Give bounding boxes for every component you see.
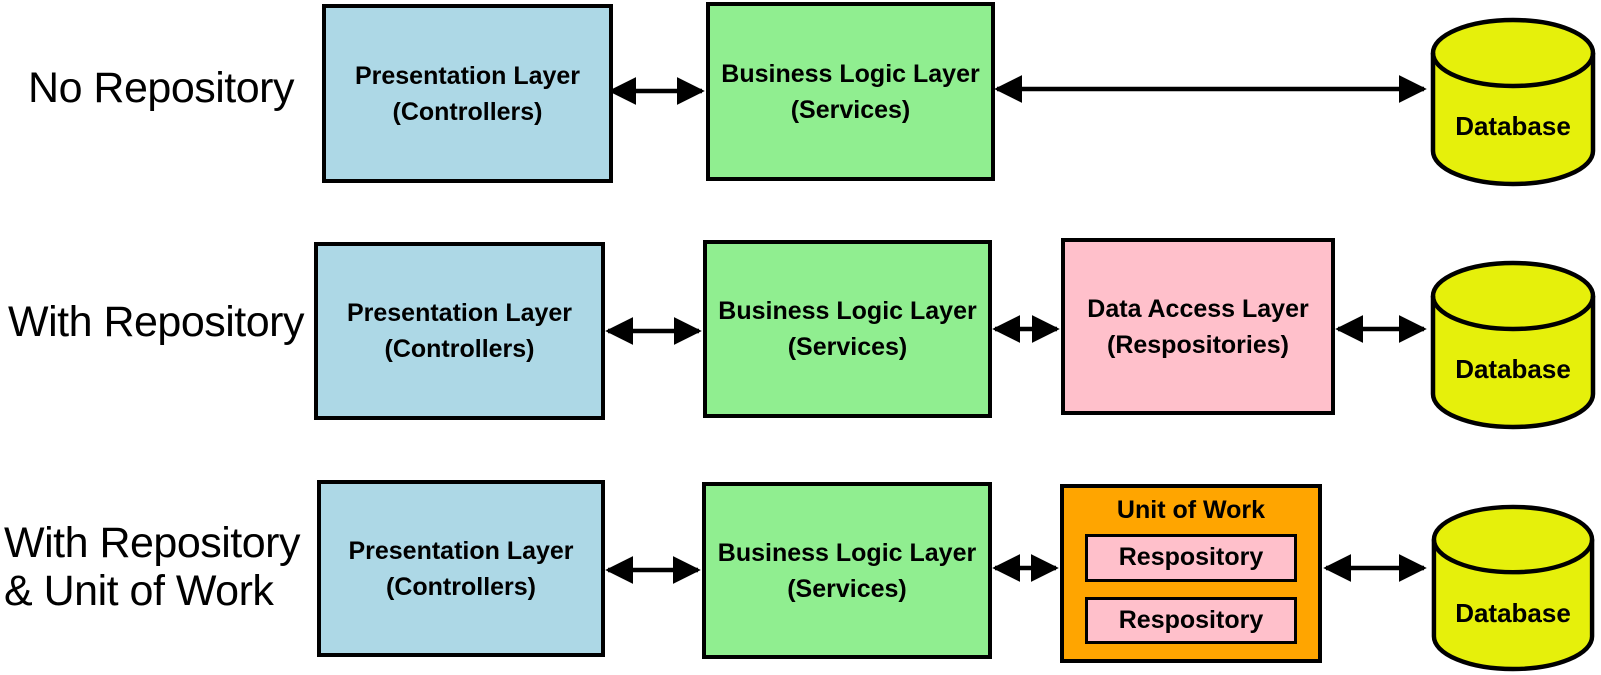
presentation-layer-subtitle: (Controllers) xyxy=(392,97,543,126)
data-access-layer-subtitle: (Respositories) xyxy=(1107,330,1289,359)
presentation-layer-box: Presentation Layer (Controllers) xyxy=(314,242,605,420)
presentation-layer-title: Presentation Layer xyxy=(346,299,573,327)
database-cylinder: Database xyxy=(1429,15,1597,187)
presentation-layer-title: Presentation Layer xyxy=(354,61,581,90)
unit-of-work-title: Unit of Work xyxy=(1116,496,1266,524)
row-label-line: & Unit of Work xyxy=(4,567,274,615)
repository-box: Respository xyxy=(1085,534,1297,582)
presentation-layer-subtitle: (Controllers) xyxy=(386,572,536,601)
presentation-layer-box: Presentation Layer (Controllers) xyxy=(322,4,613,183)
database-icon xyxy=(1431,504,1595,672)
business-logic-layer-subtitle: (Services) xyxy=(790,95,911,124)
business-logic-layer-box: Business Logic Layer (Services) xyxy=(702,482,992,659)
row-label-line: With Repository xyxy=(8,298,304,346)
business-logic-layer-subtitle: (Services) xyxy=(787,333,908,361)
row-label-with-repository-uow: With Repository & Unit of Work xyxy=(4,519,324,615)
business-logic-layer-title: Business Logic Layer xyxy=(718,297,977,325)
database-label: Database xyxy=(1455,111,1571,141)
row-label-with-repository: With Repository xyxy=(0,298,312,346)
database-icon xyxy=(1430,260,1596,430)
database-label: Database xyxy=(1455,354,1571,384)
business-logic-layer-box: Business Logic Layer (Services) xyxy=(703,240,992,418)
database-cylinder: Database xyxy=(1429,502,1597,674)
row-label-no-repository: No Repository xyxy=(10,64,312,112)
business-logic-layer-subtitle: (Services) xyxy=(787,574,907,603)
repository-label: Respository xyxy=(1118,543,1264,572)
database-cylinder: Database xyxy=(1429,258,1597,430)
data-access-layer-box: Data Access Layer (Respositories) xyxy=(1061,238,1335,415)
business-logic-layer-box: Business Logic Layer (Services) xyxy=(706,2,995,181)
presentation-layer-subtitle: (Controllers) xyxy=(384,335,535,363)
business-logic-layer-title: Business Logic Layer xyxy=(717,538,977,567)
repository-label: Respository xyxy=(1118,605,1264,634)
database-icon xyxy=(1430,17,1596,187)
data-access-layer-title: Data Access Layer xyxy=(1087,294,1309,323)
presentation-layer-title: Presentation Layer xyxy=(348,536,574,565)
repository-box: Respository xyxy=(1085,596,1297,644)
row-label-line: No Repository xyxy=(28,64,294,112)
unit-of-work-box: Unit of Work Respository Respository xyxy=(1060,484,1322,663)
database-label: Database xyxy=(1455,598,1571,628)
row-label-line: With Repository xyxy=(4,519,300,567)
presentation-layer-box: Presentation Layer (Controllers) xyxy=(317,480,605,657)
business-logic-layer-title: Business Logic Layer xyxy=(721,59,980,88)
